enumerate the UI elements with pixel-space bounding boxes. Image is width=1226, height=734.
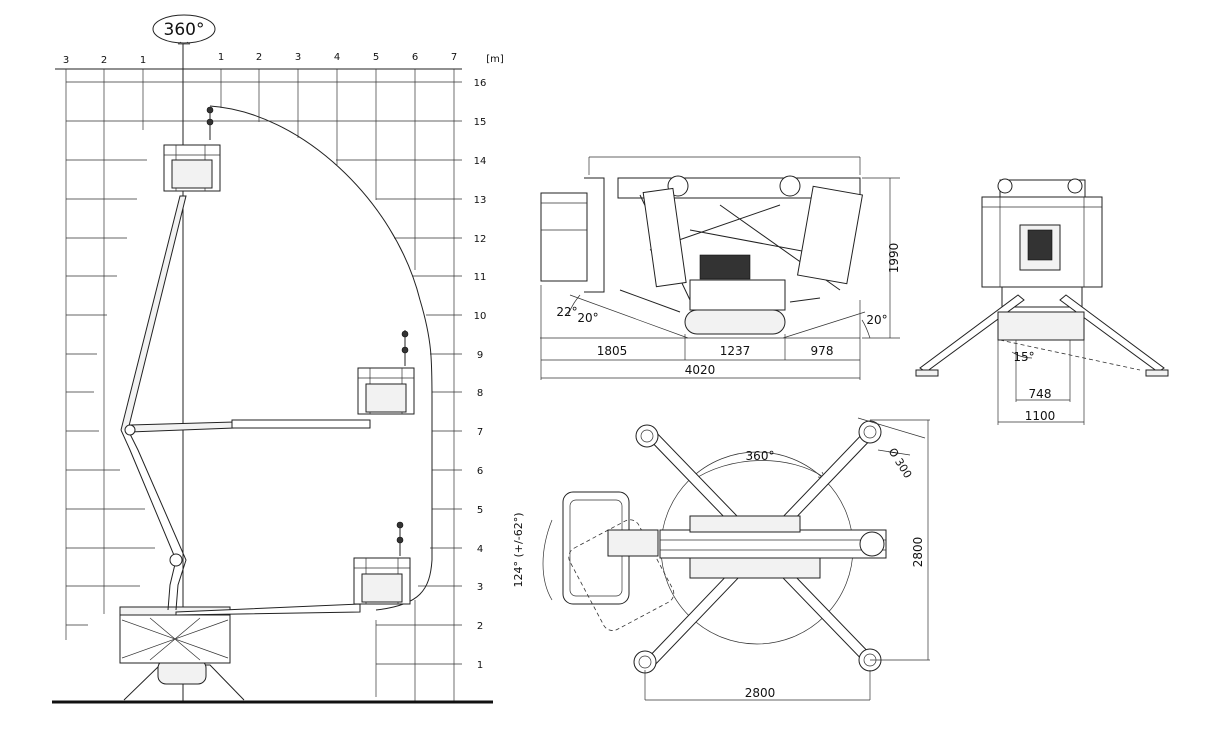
dim-4020: 4020 (685, 363, 716, 377)
height-tick: 15 (474, 117, 487, 128)
front-view-diagram: 15° 748 1100 (915, 178, 1169, 425)
vertical-grid (65, 69, 455, 702)
base-machine (119, 606, 245, 701)
height-tick: 13 (474, 195, 487, 206)
dim-2800-vertical: 2800 (911, 537, 925, 568)
side-basket (540, 192, 588, 282)
height-tick: 10 (474, 311, 487, 322)
dim-1100: 1100 (1025, 409, 1056, 423)
height-tick: 12 (474, 234, 487, 245)
top-tick: 7 (451, 52, 457, 63)
front-track (997, 311, 1085, 341)
boom-top (659, 529, 887, 559)
height-tick: 4 (477, 544, 483, 555)
basket-rotation-label: 124° (+/-62°) (512, 513, 525, 588)
height-tick: 6 (477, 466, 483, 477)
side-view-diagram: 1990 22° 20° 20° 1805 1237 978 (540, 156, 901, 380)
dim-978: 978 (811, 344, 834, 358)
boom (120, 195, 371, 616)
height-tick: 14 (474, 156, 487, 167)
height-tick: 8 (477, 388, 483, 399)
dim-1805: 1805 (597, 344, 628, 358)
height-tick: 9 (477, 350, 483, 361)
top-tick: 6 (412, 52, 418, 63)
angle-22: 22° (556, 305, 577, 319)
dim-2800-horizontal: 2800 (745, 686, 776, 700)
top-tick: 3 (63, 55, 69, 66)
top-tick: 2 (101, 55, 107, 66)
top-tick: 1 (140, 55, 146, 66)
basket-top (163, 106, 221, 192)
height-tick: 3 (477, 582, 483, 593)
top-tick: 2 (256, 52, 262, 63)
dim-1990: 1990 (887, 243, 901, 274)
top-view-diagram: 360° 124° (+/-62°) Ø 300 (512, 417, 930, 701)
height-tick: 11 (474, 272, 487, 283)
height-tick: 7 (477, 427, 483, 438)
rotation-ellipse (152, 14, 216, 44)
rotation-label: 360° (164, 20, 205, 40)
angle-15: 15° (1013, 350, 1034, 364)
side-track (684, 309, 786, 335)
basket-middle (357, 330, 415, 415)
pad-diameter: Ø 300 (886, 446, 915, 481)
height-tick: 16 (474, 78, 487, 89)
working-envelope-diagram: 360° [m] 3 2 1 1 2 3 4 5 6 7 (52, 14, 504, 704)
angle-20-left: 20° (577, 311, 598, 325)
working-envelope-curve (209, 105, 433, 611)
horizontal-grid (66, 81, 462, 665)
height-tick: 5 (477, 505, 483, 516)
angle-20-right: 20° (866, 313, 887, 327)
rotation-360: 360° (746, 449, 775, 463)
rotation-arrow (177, 41, 191, 45)
top-tick: 1 (218, 52, 224, 63)
basket-lower (353, 521, 411, 605)
unit-label: [m] (486, 54, 504, 65)
top-tick: 4 (334, 52, 340, 63)
height-tick: 2 (477, 621, 483, 632)
dim-1237: 1237 (720, 344, 751, 358)
top-tick: 3 (295, 52, 301, 63)
dim-748: 748 (1029, 387, 1052, 401)
height-tick: 1 (477, 660, 483, 671)
top-tick: 5 (373, 52, 379, 63)
